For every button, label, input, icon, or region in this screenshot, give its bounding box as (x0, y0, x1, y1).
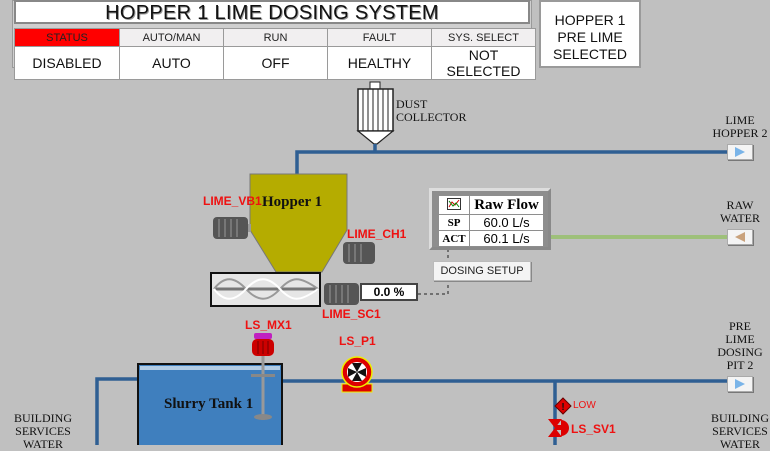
pre-lime-dosing-pit-2-nav-button[interactable] (727, 376, 753, 392)
vibrator-tag[interactable]: LIME_VB1 (203, 194, 262, 208)
vibrator-motor-icon[interactable] (213, 217, 251, 239)
dosing-setup-button[interactable]: DOSING SETUP (433, 261, 531, 281)
screw-tag[interactable]: LIME_SC1 (322, 307, 381, 321)
fault-value: HEALTHY (327, 46, 432, 80)
slurry-tank[interactable] (137, 363, 283, 445)
label-line: DOSING (717, 345, 763, 359)
trend-icon[interactable] (438, 195, 470, 215)
run-value[interactable]: OFF (223, 46, 328, 80)
label-line: LIME (725, 332, 755, 346)
control-link-line (418, 250, 449, 295)
svg-text:!: ! (561, 402, 564, 413)
auto-man-header: AUTO/MAN (119, 28, 224, 47)
selection-line: PRE LIME (557, 29, 623, 45)
sp-label: SP (438, 214, 470, 231)
solenoid-valve-icon[interactable] (548, 419, 569, 437)
label-line: DUST (396, 97, 428, 111)
selection-line: SELECTED (553, 46, 627, 62)
lime-hopper-2-label: LIME HOPPER 2 (705, 114, 770, 140)
low-alarm-label: LOW (573, 400, 596, 411)
building-services-water-left-label: BUILDING SERVICES WATER (8, 412, 78, 451)
chute-tag[interactable]: LIME_CH1 (347, 227, 407, 241)
pump-icon[interactable] (341, 356, 373, 393)
label-line: RAW (726, 198, 754, 212)
arrow-right-icon (735, 379, 745, 389)
hopper-body[interactable] (249, 173, 348, 273)
mixer-tag[interactable]: LS_MX1 (245, 318, 292, 332)
label-line: HOPPER 2 (712, 126, 768, 140)
label-line: WATER (720, 211, 760, 225)
page-title: HOPPER 1 LIME DOSING SYSTEM (14, 0, 530, 24)
slurry-tank-label: Slurry Tank 1 (164, 396, 254, 412)
hopper-label: Hopper 1 (262, 194, 323, 210)
auto-man-value[interactable]: AUTO (119, 46, 224, 80)
screw-speed-readout: 0.0 % (360, 283, 418, 301)
dust-collector-label: DUST COLLECTOR (396, 98, 466, 124)
low-level-alarm-icon[interactable]: ! (554, 397, 572, 415)
raw-flow-faceplate[interactable]: Raw Flow SP 60.0 L/s ACT 60.1 L/s (429, 188, 551, 250)
label-line: PRE (728, 319, 751, 333)
raw-flow-title: Raw Flow (469, 195, 544, 215)
label-line: SERVICES (15, 424, 71, 438)
pump-tag[interactable]: LS_P1 (339, 334, 376, 348)
raw-water-label: RAW WATER (705, 199, 770, 225)
sp-value[interactable]: 60.0 L/s (469, 214, 544, 231)
dust-collector-icon[interactable] (356, 81, 395, 145)
status-table: STATUS AUTO/MAN RUN FAULT SYS. SELECT DI… (14, 28, 536, 80)
label-line: LIME (725, 113, 755, 127)
run-header: RUN (223, 28, 328, 47)
chute-motor-icon[interactable] (343, 242, 375, 264)
arrow-left-icon (735, 232, 745, 242)
label-line: PIT 2 (726, 358, 754, 372)
raw-water-nav-button[interactable] (727, 229, 753, 245)
label-line: SERVICES (712, 424, 768, 438)
label-line: BUILDING (711, 411, 769, 425)
selection-status-box: HOPPER 1 PRE LIME SELECTED (539, 0, 641, 68)
label-line: BUILDING (14, 411, 72, 425)
valve-tag[interactable]: LS_SV1 (571, 422, 616, 436)
status-value: DISABLED (14, 46, 120, 80)
fault-header: FAULT (327, 28, 432, 47)
selection-line: HOPPER 1 (554, 12, 626, 28)
screw-conveyor-icon[interactable] (210, 272, 321, 307)
mixer-icon[interactable] (251, 333, 275, 420)
sys-select-value[interactable]: NOT SELECTED (431, 46, 536, 80)
lime-hopper-2-nav-button[interactable] (727, 144, 753, 160)
sys-select-header: SYS. SELECT (431, 28, 536, 47)
label-line: COLLECTOR (396, 110, 467, 124)
building-services-water-right-label: BUILDING SERVICES WATER (705, 412, 770, 451)
act-label: ACT (438, 230, 470, 247)
act-value: 60.1 L/s (469, 230, 544, 247)
lime-transfer-pipe (295, 144, 728, 174)
arrow-right-icon (735, 147, 745, 157)
pre-lime-dosing-pit-2-label: PRE LIME DOSING PIT 2 (705, 320, 770, 372)
screw-motor-icon[interactable] (324, 283, 359, 305)
